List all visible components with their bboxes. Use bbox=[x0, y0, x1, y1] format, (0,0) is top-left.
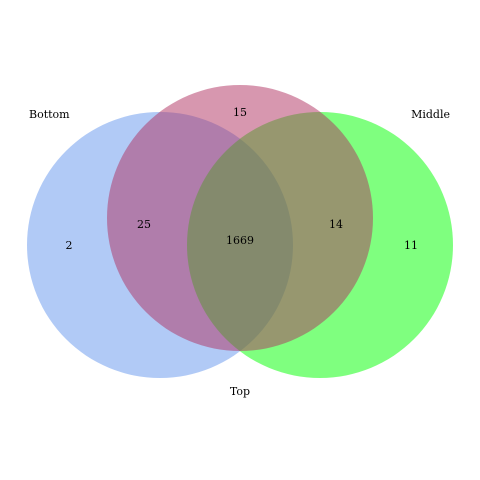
count-top-only: 15 bbox=[233, 106, 247, 119]
set-label-middle: Middle bbox=[411, 108, 450, 121]
count-top-middle: 14 bbox=[329, 218, 343, 231]
count-all-three: 1669 bbox=[226, 234, 254, 247]
count-bottom-only: 2 bbox=[66, 239, 73, 252]
count-bottom-top: 25 bbox=[137, 218, 151, 231]
count-middle-only: 11 bbox=[404, 239, 418, 252]
set-circle-top bbox=[107, 85, 373, 351]
set-label-bottom: Bottom bbox=[29, 108, 70, 121]
set-label-top: Top bbox=[230, 385, 250, 398]
